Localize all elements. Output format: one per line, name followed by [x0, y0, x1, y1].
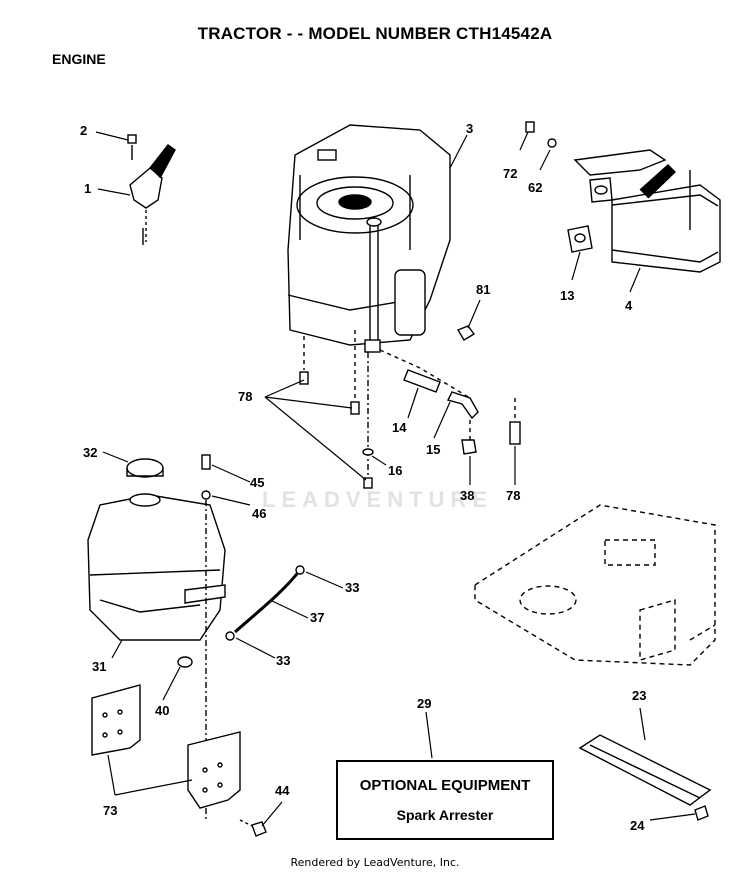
spark-arrester-label: Spark Arrester [396, 807, 494, 823]
callout-62: 62 [528, 180, 542, 195]
callout-44: 44 [275, 783, 290, 798]
callout-13: 13 [560, 288, 574, 303]
callout-4: 4 [625, 298, 633, 313]
leader-lines [95, 131, 696, 827]
callout-40: 40 [155, 703, 169, 718]
callout-32: 32 [83, 445, 97, 460]
callout-33-top: 33 [345, 580, 359, 595]
callout-24: 24 [630, 818, 645, 833]
optional-equipment-box: OPTIONAL EQUIPMENT Spark Arrester [336, 760, 554, 840]
callout-29: 29 [417, 696, 431, 711]
page-title: TRACTOR - - MODEL NUMBER CTH14542A [197, 24, 553, 43]
callout-78-left: 78 [238, 389, 252, 404]
callout-16: 16 [388, 463, 402, 478]
callout-labels: 2 1 3 72 62 13 4 81 78 14 15 16 38 78 32… [80, 121, 646, 833]
nut-81-drawing [456, 325, 476, 341]
optional-equipment-heading: OPTIONAL EQUIPMENT [359, 777, 531, 794]
callout-23: 23 [632, 688, 646, 703]
watermark: LEADVENTURE [262, 487, 494, 512]
callout-38: 38 [460, 488, 474, 503]
callout-1: 1 [84, 181, 91, 196]
frame-drawing [474, 504, 716, 666]
section-heading: ENGINE [52, 51, 106, 67]
callout-37: 37 [310, 610, 324, 625]
callout-2: 2 [80, 123, 87, 138]
callout-46: 46 [252, 506, 266, 521]
callout-33-bottom: 33 [276, 653, 290, 668]
mounting-hardware-drawing [299, 330, 521, 489]
callout-78-right: 78 [506, 488, 520, 503]
callout-81: 81 [476, 282, 490, 297]
callout-73: 73 [103, 803, 117, 818]
callout-45: 45 [250, 475, 264, 490]
fuel-line-drawing [225, 565, 305, 641]
callout-31: 31 [92, 659, 106, 674]
throttle-control-drawing [127, 134, 176, 245]
callout-14: 14 [392, 420, 407, 435]
callout-72: 72 [503, 166, 517, 181]
grommet-drawing [177, 656, 193, 668]
muffler-drawing [525, 121, 721, 273]
callout-3: 3 [466, 121, 473, 136]
engine-drawing [287, 124, 451, 353]
callout-15: 15 [426, 442, 440, 457]
tank-bracket-drawing [91, 684, 267, 837]
fuel-tank-drawing [87, 454, 226, 820]
spark-arrester-drawing [578, 734, 712, 821]
footer-credit: Rendered by LeadVenture, Inc. [290, 856, 460, 869]
